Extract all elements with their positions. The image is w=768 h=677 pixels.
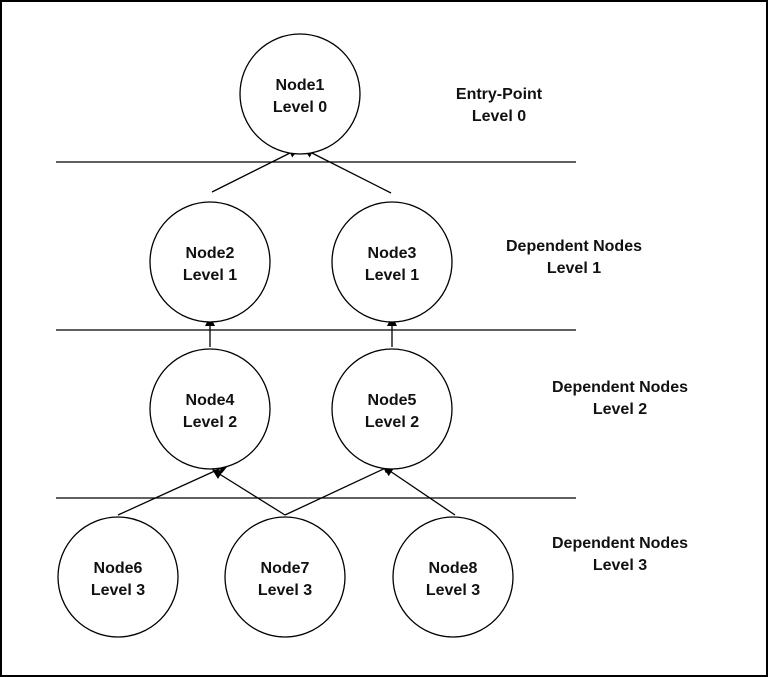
node6-circle	[57, 516, 179, 638]
node1-circle	[239, 33, 361, 155]
node7-name: Node7	[261, 560, 310, 577]
node5-circle	[331, 348, 453, 470]
level-label-1: Dependent Nodes Level 1	[506, 238, 642, 277]
node1-level: Level 0	[273, 99, 327, 116]
node2-name: Node2	[186, 245, 235, 262]
node4-circle	[149, 348, 271, 470]
node5-level: Level 2	[365, 414, 419, 431]
node3-name: Node3	[368, 245, 417, 262]
edge-node2-to-node1	[211, 148, 299, 193]
edge-node8-to-node5	[383, 466, 456, 516]
node5-name: Node5	[368, 392, 417, 409]
node7-level: Level 3	[258, 582, 312, 599]
level-label-3-line1: Dependent Nodes	[552, 535, 688, 552]
node4-name: Node4	[186, 392, 235, 409]
node2-level: Level 1	[183, 267, 237, 284]
level-label-1-line1: Dependent Nodes	[506, 238, 642, 255]
node6-name: Node6	[94, 560, 143, 577]
node2-circle	[149, 201, 271, 323]
level-label-3: Dependent Nodes Level 3	[552, 535, 688, 574]
node8-level: Level 3	[426, 582, 480, 599]
node3-circle	[331, 201, 453, 323]
node8-name: Node8	[429, 560, 478, 577]
node7-circle	[224, 516, 346, 638]
level-label-0-line2: Level 0	[472, 108, 526, 125]
level-label-1-line2: Level 1	[547, 260, 601, 277]
edge-node3-to-node1	[303, 148, 392, 194]
level-label-0-line1: Entry-Point	[456, 86, 543, 103]
level-label-2: Dependent Nodes Level 2	[552, 379, 688, 418]
edge-node7-to-node5	[284, 464, 393, 516]
node8-circle	[392, 516, 514, 638]
level-label-0: Entry-Point Level 0	[456, 86, 543, 125]
node4-level: Level 2	[183, 414, 237, 431]
level-label-2-line2: Level 2	[593, 401, 647, 418]
node3-level: Level 1	[365, 267, 419, 284]
node1-name: Node1	[276, 77, 325, 94]
node6-level: Level 3	[91, 582, 145, 599]
level-label-2-line1: Dependent Nodes	[552, 379, 688, 396]
edge-node7-to-node4	[212, 469, 286, 516]
edge-node6-to-node4	[117, 464, 229, 516]
level-label-3-line2: Level 3	[593, 557, 647, 574]
